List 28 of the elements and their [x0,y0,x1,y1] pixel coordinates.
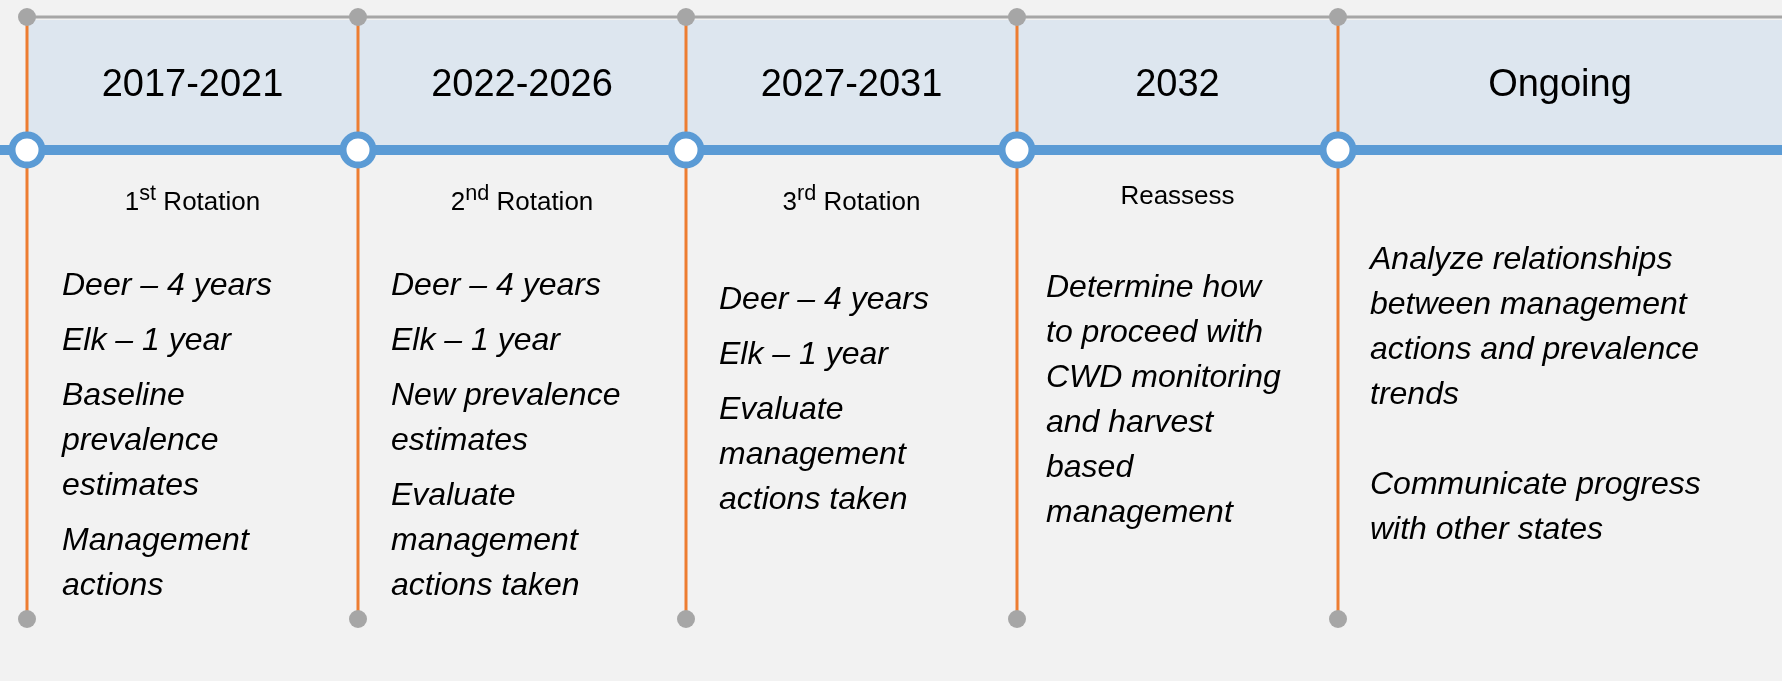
task-text: Communicate progress with other states [1370,464,1702,548]
task-text: Deer – 4 years [719,279,930,318]
period-label: 2027-2031 [760,61,943,105]
period-header [686,20,1017,146]
task-text: Evaluate management actions taken [719,389,909,518]
phase-heading: Reassess [1119,180,1236,211]
period-header [1017,20,1338,146]
task-text: Analyze relationships between management actions and prevalence trends [1370,239,1701,413]
task-text: Elk – 1 year [391,320,562,359]
task-text: New prevalence estimates [391,375,622,459]
period-label: 2032 [1135,61,1220,105]
period-header [1338,20,1782,146]
period-header [358,20,686,146]
task-text: Elk – 1 year [719,334,890,373]
period-label: Ongoing [1488,61,1632,105]
task-text: Deer – 4 years [391,265,602,304]
task-text: Elk – 1 year [62,320,233,359]
task-text: Deer – 4 years [62,265,273,304]
period-label: 2017-2021 [101,61,284,105]
task-text: Determine how to proceed with CWD monitoring and harvest based management [1046,267,1281,531]
phase-heading: 1$^{st}$ Rotation [123,180,262,217]
task-text: Baseline prevalence estimates [62,375,220,504]
period-label: 2022-2026 [431,61,613,105]
task-text: Management actions [62,520,251,604]
phase-heading: 3$^{rd}$ Rotation [781,180,922,217]
period-header [27,20,358,146]
task-text: Evaluate management actions taken [391,475,581,604]
phase-heading: 2$^{nd}$ Rotation [449,180,595,217]
